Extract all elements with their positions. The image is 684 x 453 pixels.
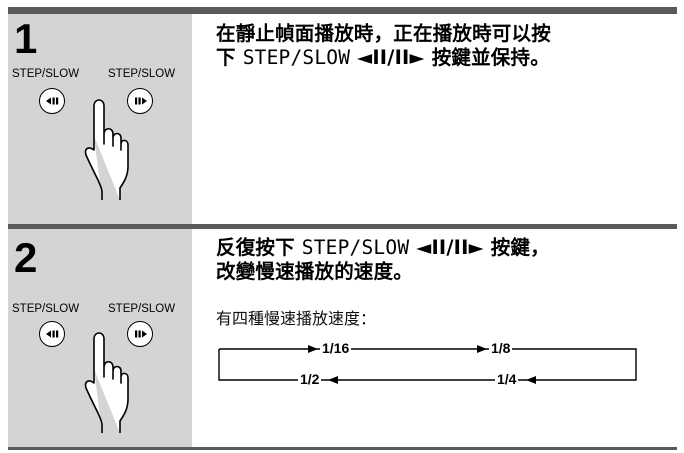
speed-1-16: 1/16 [320,340,352,356]
step1-heading-pre: 下 [216,46,243,69]
step1-left-button-label: STEP/SLOW [12,68,80,80]
speed-1-8: 1/8 [489,340,513,356]
step1-heading-line2: 下 STEP/SLOW ◄II/II► 按鍵並保持。 [216,46,550,69]
step1-heading-line1: 在靜止幀面播放時，正在播放時可以按 [216,22,551,45]
step2-heading-code: STEP/SLOW [301,236,410,259]
step2-illustration-panel: 2 STEP/SLOW STEP/SLOW [8,229,192,447]
step2-left-button-label: STEP/SLOW [12,303,80,315]
speed-1-2: 1/2 [298,371,322,387]
step-forward-icon [127,321,153,347]
top-rule [8,7,677,14]
step1-right-button-label: STEP/SLOW [108,68,176,80]
step2-subtext: 有四種慢速播放速度： [216,309,377,328]
step-back-icon [39,88,65,114]
speed-cycle-diagram: 1/16 1/8 1/2 1/4 [216,336,656,396]
step2-heading-line2: 改變慢速播放的速度。 [216,260,414,283]
speed-1-4: 1/4 [495,371,519,387]
step1-heading-symbols: ◄II/II► [350,46,432,69]
pointing-hand-icon [84,99,129,200]
step1-number: 1 [14,15,38,62]
step-back-icon [39,321,65,347]
step2-heading-symbols: ◄II/II► [409,236,491,259]
step-forward-icon [127,88,153,114]
step1-illustration-panel: 1 STEP/SLOW STEP/SLOW [8,14,192,224]
step2-right-button-label: STEP/SLOW [108,303,176,315]
step1-heading-post: 按鍵並保持。 [431,46,550,69]
step2-heading-post: 按鍵， [490,236,550,259]
step-divider [8,224,677,229]
pointing-hand-icon [84,332,129,433]
step2-heading-pre: 反復按下 [216,236,302,259]
bottom-rule [8,447,677,450]
step2-heading-line1: 反復按下 STEP/SLOW ◄II/II► 按鍵， [216,236,550,259]
step2-number: 2 [14,234,38,281]
speed-cycle-lines [218,345,637,384]
step1-heading-code: STEP/SLOW [242,46,351,69]
